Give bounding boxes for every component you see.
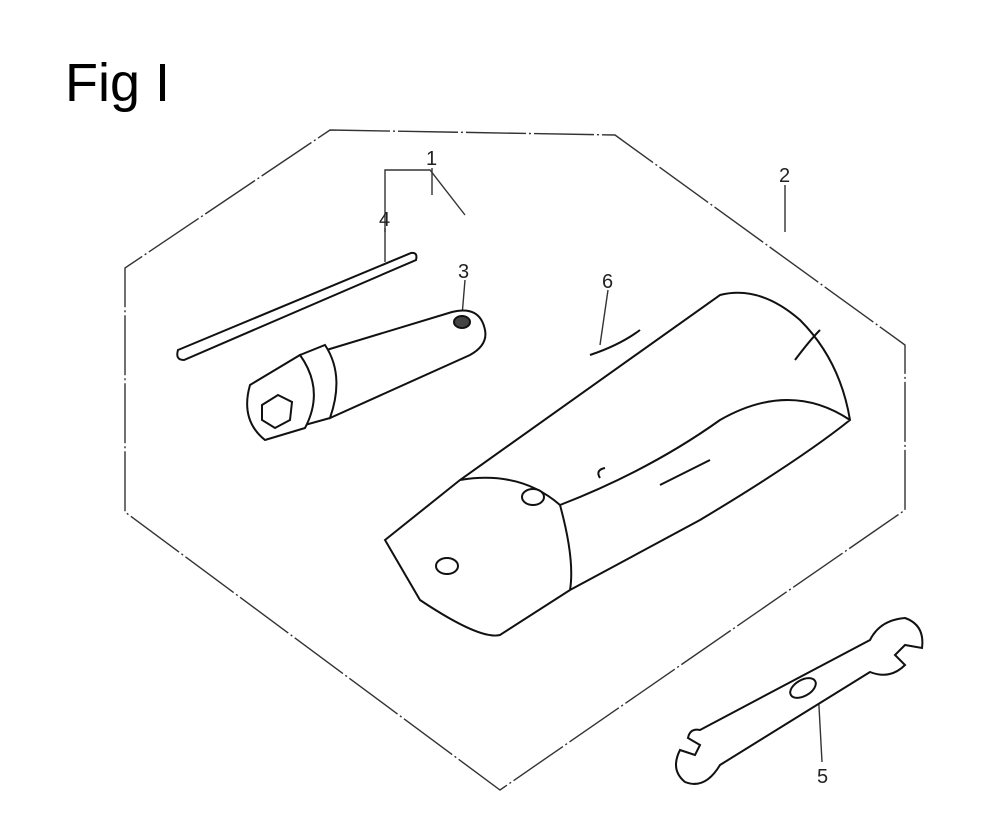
callout-1: 1 [426,148,437,170]
kit-outline [124,129,906,791]
callout-2: 2 [779,165,790,187]
figure-title: Fig I [65,53,171,113]
callout-3: 3 [458,261,469,283]
leader-6 [599,289,609,346]
callout-6: 6 [602,271,613,293]
leader-1 [384,169,466,232]
callout-5: 5 [817,766,828,788]
spanner-part-5 [675,616,924,785]
socket-wrench-part-3 [246,309,487,442]
tool-pouch-part-6 [383,291,852,637]
rod-part-4 [176,251,418,362]
callout-4: 4 [379,209,390,231]
